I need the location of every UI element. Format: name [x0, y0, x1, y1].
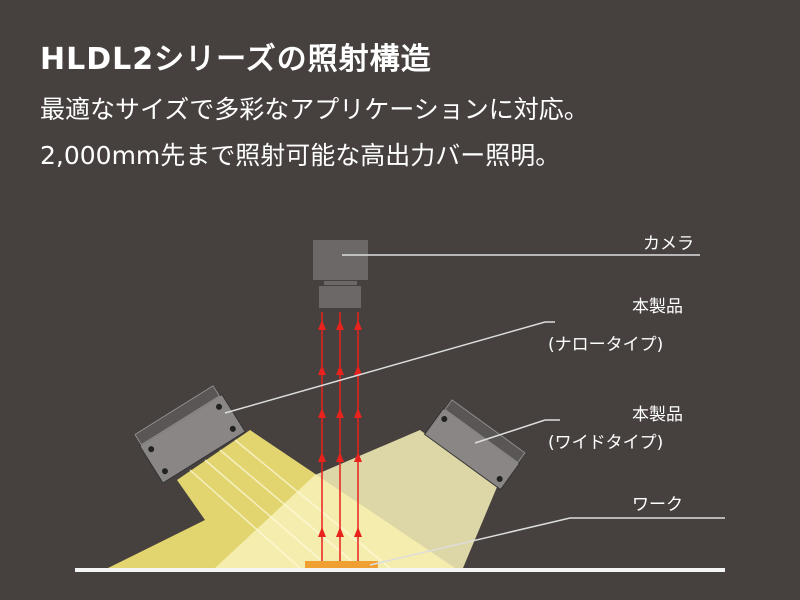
label-wide-type: (ワイドタイプ) [548, 433, 664, 453]
ground-line [75, 568, 725, 572]
camera [313, 240, 368, 308]
reflected-light-arrows [318, 312, 362, 562]
light-beams [108, 430, 497, 569]
label-narrow-product: 本製品 [632, 297, 683, 317]
description-line-1: 最適なサイズで多彩なアプリケーションに対応。 [40, 95, 589, 124]
leader-lines [224, 254, 725, 566]
label-wide-product: 本製品 [632, 405, 683, 425]
work-piece [305, 561, 378, 568]
right-light-wide [423, 399, 526, 491]
label-work: ワーク [632, 495, 683, 515]
page-title: HLDL2シリーズの照射構造 [40, 42, 432, 77]
left-light-narrow [134, 385, 246, 484]
description-line-2: 2,000mm先まで照射可能な高出力バー照明。 [40, 141, 561, 170]
label-narrow-type: (ナロータイプ) [548, 335, 664, 355]
label-camera: カメラ [643, 234, 694, 254]
